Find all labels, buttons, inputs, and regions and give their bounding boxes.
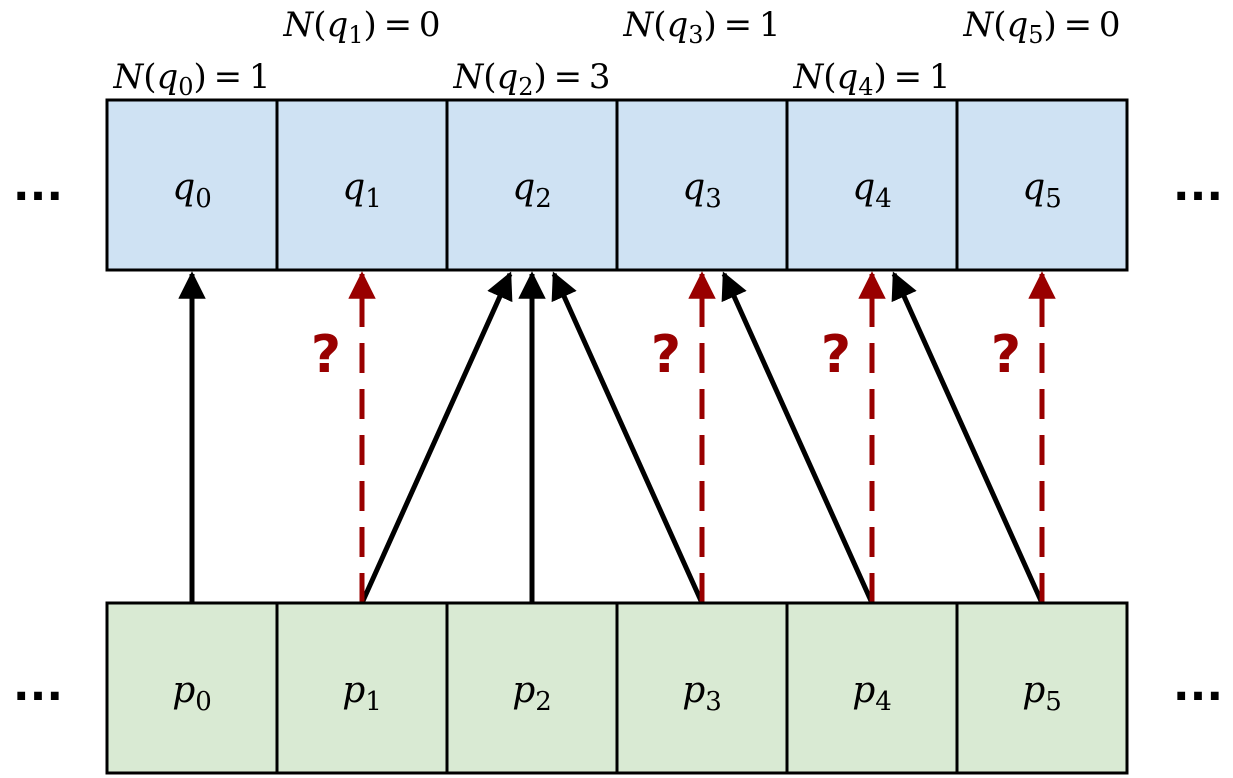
- p-subscript: 5: [1045, 687, 1062, 717]
- p-cell-4: p4: [785, 601, 959, 775]
- q-var: q: [682, 167, 705, 208]
- q-var: q: [1022, 167, 1045, 208]
- solid-arrow-1: [359, 271, 513, 605]
- q-subscript: 5: [1045, 184, 1062, 214]
- q-cell-2: q2: [445, 98, 619, 272]
- p-cell-label: p2: [512, 670, 552, 717]
- p-var: p: [172, 670, 195, 711]
- p-subscript: 4: [875, 687, 892, 717]
- p-var: p: [342, 670, 365, 711]
- q-cell-label: q0: [172, 167, 212, 214]
- arrows-layer: ????: [178, 271, 1056, 605]
- q-cell-label: q1: [342, 167, 382, 214]
- p-subscript: 1: [365, 687, 382, 717]
- p-cell-5: p5: [955, 601, 1129, 775]
- q-cell-label: q4: [852, 167, 892, 214]
- count-label-4: N(q4) = 1: [792, 57, 950, 101]
- unknown-mark-0: ?: [311, 325, 341, 385]
- p-cell-1: p1: [275, 601, 449, 775]
- p-ellipsis-right: ...: [1173, 660, 1223, 711]
- q-cell-label: q2: [512, 167, 552, 214]
- q-ellipsis-right: ...: [1173, 160, 1223, 211]
- q-cell-box: [445, 98, 619, 272]
- q-cell-box: [955, 98, 1129, 272]
- ellipses: ... ... ... ...: [13, 160, 1223, 711]
- p-cell-3: p3: [615, 601, 789, 775]
- p-cell-box: [105, 601, 279, 775]
- p-var: p: [1022, 670, 1045, 711]
- q-var: q: [512, 167, 535, 208]
- q-cell-4: q4: [785, 98, 959, 272]
- p-cell-0: p0: [105, 601, 279, 775]
- solid-arrow-3: [551, 271, 705, 605]
- q-var: q: [342, 167, 365, 208]
- p-cell-label: p4: [852, 670, 892, 717]
- unknown-mark-3: ?: [991, 325, 1021, 385]
- solid-arrow-4: [721, 271, 875, 605]
- count-label-1: N(q1) = 0: [282, 5, 440, 49]
- p-var: p: [682, 670, 705, 711]
- q-cell-0: q0: [105, 98, 279, 272]
- count-label-2: N(q2) = 3: [452, 57, 610, 101]
- p-subscript: 2: [535, 687, 552, 717]
- p-cell-box: [275, 601, 449, 775]
- p-ellipsis-left: ...: [13, 660, 63, 711]
- p-cell-box: [785, 601, 959, 775]
- q-cell-label: q3: [682, 167, 722, 214]
- p-cell-box: [445, 601, 619, 775]
- q-cell-1: q1: [275, 98, 449, 272]
- count-label-5: N(q5) = 0: [962, 5, 1120, 49]
- q-cell-5: q5: [955, 98, 1129, 272]
- q-subscript: 0: [195, 184, 212, 214]
- q-cell-3: q3: [615, 98, 789, 272]
- p-cell-box: [955, 601, 1129, 775]
- p-cell-label: p5: [1022, 670, 1062, 717]
- q-cell-box: [275, 98, 449, 272]
- q-var: q: [172, 167, 195, 208]
- q-subscript: 2: [535, 184, 552, 214]
- p-cell-label: p3: [682, 670, 722, 717]
- q-ellipsis-left: ...: [13, 160, 63, 211]
- unknown-mark-2: ?: [821, 325, 851, 385]
- p-cell-label: p1: [342, 670, 382, 717]
- q-var: q: [852, 167, 875, 208]
- q-cell-label: q5: [1022, 167, 1062, 214]
- p-var: p: [852, 670, 875, 711]
- p-cell-box: [615, 601, 789, 775]
- solid-arrow-5: [891, 271, 1045, 605]
- q-subscript: 1: [365, 184, 382, 214]
- unknown-mark-1: ?: [651, 325, 681, 385]
- q-subscript: 4: [875, 184, 892, 214]
- p-var: p: [512, 670, 535, 711]
- count-label-0: N(q0) = 1: [112, 57, 270, 101]
- p-subscript: 0: [195, 687, 212, 717]
- q-cell-box: [615, 98, 789, 272]
- count-label-3: N(q3) = 1: [622, 5, 780, 49]
- q-cell-box: [105, 98, 279, 272]
- p-subscript: 3: [705, 687, 722, 717]
- count-labels: N(q0) = 1 N(q1) = 0 N(q2) = 3 N(q3) = 1 N(q4…: [112, 5, 1120, 101]
- p-cell-2: p2: [445, 601, 619, 775]
- q-subscript: 3: [705, 184, 722, 214]
- p-cell-label: p0: [172, 670, 212, 717]
